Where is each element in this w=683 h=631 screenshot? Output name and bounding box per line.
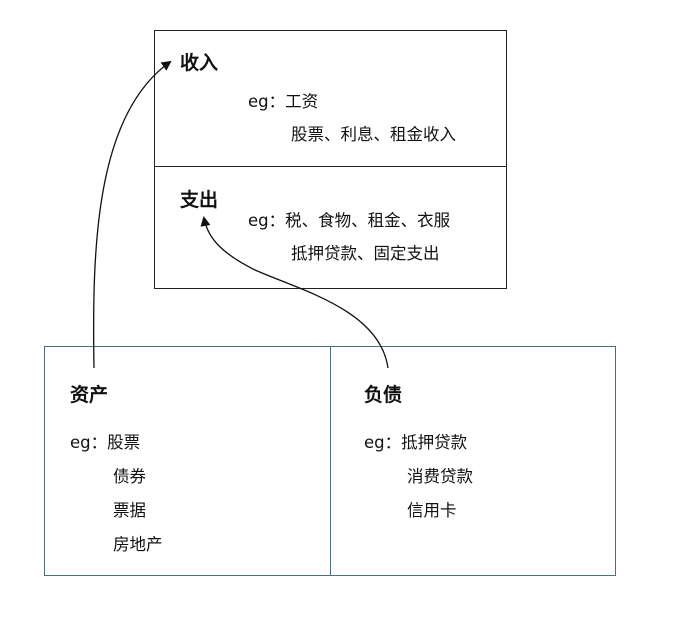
- assets-eg-prefix: eg：: [70, 433, 108, 452]
- assets-to-income-arrow: [92, 60, 172, 369]
- assets-example-1: 股票: [107, 433, 141, 452]
- assets-liabilities-divider: [330, 347, 331, 575]
- income-line-1: eg：工资: [248, 88, 318, 112]
- income-expense-divider: [155, 166, 506, 167]
- income-example-1: 工资: [285, 92, 319, 111]
- expense-title: 支出: [180, 189, 219, 211]
- expense-example-2: 抵押贷款、固定支出: [291, 244, 440, 263]
- balance-sheet-box: [44, 346, 616, 576]
- income-example-2: 股票、利息、租金收入: [291, 125, 456, 144]
- liabilities-title: 负债: [364, 384, 403, 406]
- income-statement-box: [154, 30, 507, 289]
- expense-line-1: eg：税、食物、租金、衣服: [248, 207, 450, 231]
- assets-example-3: 票据: [113, 501, 146, 520]
- assets-line-1: eg：股票: [70, 429, 140, 453]
- liabilities-example-1: 抵押贷款: [401, 433, 468, 452]
- liabilities-example-3: 信用卡: [407, 501, 457, 520]
- liabilities-to-expense-arrow: [200, 216, 389, 369]
- income-eg-prefix: eg：: [248, 92, 286, 111]
- liabilities-eg-prefix: eg：: [364, 433, 402, 452]
- expense-example-1: 税、食物、租金、衣服: [285, 211, 451, 230]
- expense-eg-prefix: eg：: [248, 211, 286, 230]
- assets-example-4: 房地产: [113, 535, 163, 554]
- liabilities-line-1: eg：抵押贷款: [364, 429, 467, 453]
- income-title: 收入: [180, 52, 219, 74]
- assets-title: 资产: [70, 384, 109, 406]
- liabilities-example-2: 消费贷款: [407, 467, 473, 486]
- assets-example-2: 债券: [113, 467, 146, 486]
